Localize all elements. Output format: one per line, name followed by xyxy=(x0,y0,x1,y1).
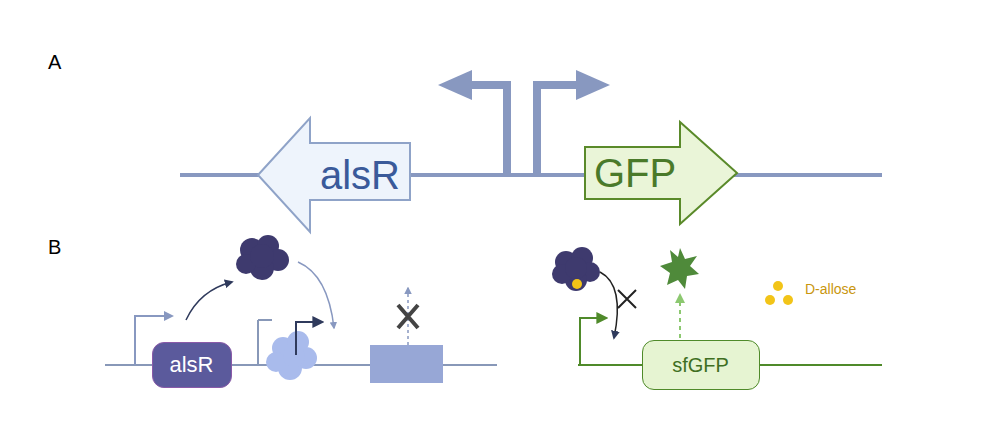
promoter-arrow xyxy=(580,318,606,365)
gene-name: sfGFP xyxy=(672,355,729,375)
expression-arrow xyxy=(679,295,681,338)
block-cross xyxy=(398,305,418,328)
binding-arrow xyxy=(298,262,334,328)
reporter-gene-box: sfGFP xyxy=(642,340,760,390)
block-cross xyxy=(618,290,636,308)
gene-name: GFP xyxy=(594,153,676,193)
release-arrow xyxy=(600,272,617,338)
molecule-label: D-allose xyxy=(805,282,856,296)
bound-repressor xyxy=(266,331,317,380)
gfp-fluorescence xyxy=(660,248,699,289)
gene-box xyxy=(370,345,443,383)
gene-box: alsR xyxy=(152,342,232,388)
panel-label: B xyxy=(48,237,61,257)
gene-arrow: alsR xyxy=(258,118,412,232)
expression-arrow xyxy=(186,282,232,320)
allose-molecules xyxy=(765,281,793,305)
gene-name: alsR xyxy=(320,155,400,195)
panel-label: A xyxy=(48,52,61,72)
alsr-allose-complex xyxy=(552,247,600,291)
promoter-arrow xyxy=(296,322,322,355)
gene-arrow: GFP xyxy=(583,120,739,226)
alsr-protein xyxy=(236,235,289,280)
gene-name: alsR xyxy=(169,354,213,376)
